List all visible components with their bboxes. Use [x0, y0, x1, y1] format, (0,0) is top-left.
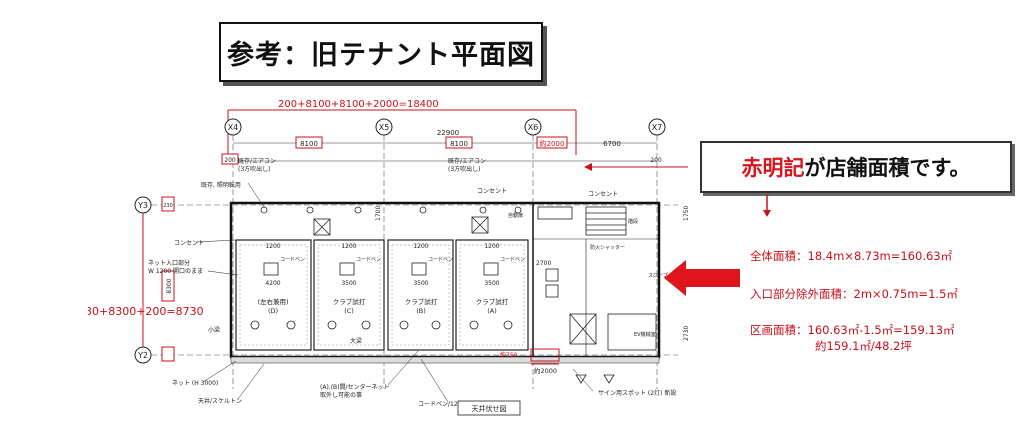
floor-plan-drawing: 200+8100+8100+2000=18400 X4 X5 X6 X7 Y3 … [88, 99, 688, 416]
net-entry-2: W 1200 開口のまま [148, 268, 203, 275]
slope: スロープ [648, 273, 668, 279]
ac-right: 既存/エアコン [448, 157, 486, 165]
dim-6700: 6700 [603, 140, 621, 148]
dim-1200d: 1200 [484, 243, 499, 250]
room-d: (D) [268, 307, 278, 315]
top-formula: 200+8100+8100+2000=18400 [278, 99, 439, 110]
dim-8100b: 8100 [450, 140, 468, 148]
removable-note: 取外し可能の事 [320, 391, 362, 399]
room-b-note: クラブ試打 [405, 297, 438, 306]
ev-room: EV機械室 [634, 331, 656, 338]
dim-approx2000-top: 約2000 [540, 139, 565, 148]
dim-3500a: 3500 [341, 280, 356, 287]
outlet-1: コンセント [174, 240, 204, 247]
center-net-note: (A),(B)間/センターネット [320, 383, 390, 391]
page-title: 参考：旧テナント平面図 [219, 22, 543, 82]
outlet-3: コンセント [588, 191, 618, 198]
dim-8100a: 8100 [300, 140, 318, 148]
dim-2700: 2700 [536, 260, 551, 267]
cord-a: コードベン [500, 257, 525, 263]
dim-1700: 1700 [375, 206, 382, 221]
entrance-excluded-text: 入口部分除外面積：2m×0.75m=1.5㎡ [750, 287, 958, 301]
dim-1750: 1750 [683, 206, 688, 221]
section-area-approx-text: 約159.1㎡/48.2坪 [815, 339, 912, 353]
dim-approx750: 約750 [500, 351, 518, 359]
room-c-note: クラブ試打 [333, 297, 366, 306]
dim-22900: 22900 [437, 129, 459, 137]
room-b: (B) [416, 307, 426, 315]
stairs: 階段 [628, 218, 638, 225]
grid-y3: Y3 [137, 201, 148, 210]
dim-2730: 2730 [683, 326, 688, 341]
ceiling-plan-label: 天井伏せ図 [472, 404, 507, 413]
room-a: (A) [487, 307, 497, 315]
left-formula: 230+8300+200=8730 [88, 305, 204, 318]
light-note: 既存, 照明転用 [201, 181, 241, 189]
dim-1200a: 1200 [265, 243, 280, 250]
ac-left: 既存/エアコン [238, 157, 276, 165]
ac-right-2: (3方吹出し) [448, 165, 481, 173]
net-note: ネット (H 3000) [172, 380, 218, 387]
dim-4200: 4200 [265, 280, 280, 287]
section-area-text: 区画面積：160.63㎡-1.5㎡=159.13㎡ [750, 323, 955, 337]
sign-spot-note: サイン用スポット (2灯) 新設 [598, 389, 676, 397]
cordpen-note: コードペン/12台 [418, 400, 464, 408]
dim-3500b: 3500 [413, 280, 428, 287]
total-area-text: 全体面積：18.4m×8.73m=160.63㎡ [750, 249, 953, 263]
room-c: (C) [344, 307, 354, 315]
fire-shutter: 防火シャッター [590, 244, 625, 251]
callout-highlight: 赤明記 [741, 156, 805, 180]
ceiling-note: 天井/スケルトン [198, 397, 242, 405]
dim-1200b: 1200 [341, 243, 356, 250]
cord-b: コードベン [428, 257, 453, 263]
net-entry: ネット入口部分 [148, 259, 190, 267]
dim-3500c: 3500 [484, 280, 499, 287]
dim-1200c: 1200 [413, 243, 428, 250]
down-arrow-icon [763, 194, 771, 217]
small-beam: 小梁 [208, 326, 220, 334]
dim-8300: 8300 [166, 278, 173, 293]
store-area-callout: 赤明記が店舗面積です。 [700, 141, 1012, 193]
grid-y2: Y2 [137, 351, 148, 360]
grid-x6: X6 [528, 123, 539, 132]
dim-200a: 200 [224, 157, 236, 164]
entrance-arrow-icon [664, 260, 740, 296]
callout-rest: が店舗面積です。 [804, 156, 971, 180]
grid-x5: X5 [379, 123, 390, 132]
big-beam: 大梁 [350, 337, 362, 345]
cord-d: コードベン [280, 257, 305, 263]
grid-x4: X4 [228, 123, 239, 132]
dim-200b: 200 [650, 157, 662, 164]
cord-c: コードベン [356, 257, 381, 263]
outlet-2: コンセント [477, 188, 507, 195]
ac-left-2: (3方吹出し) [238, 165, 271, 173]
dim-230: 230 [163, 203, 173, 209]
grid-x7: X7 [652, 123, 663, 132]
auto-door: 自動扉 [508, 212, 523, 219]
room-d-note: (左右兼用) [257, 297, 288, 306]
dim-approx2000-bot: 約2000 [534, 366, 557, 375]
room-a-note: クラブ試打 [476, 297, 509, 306]
